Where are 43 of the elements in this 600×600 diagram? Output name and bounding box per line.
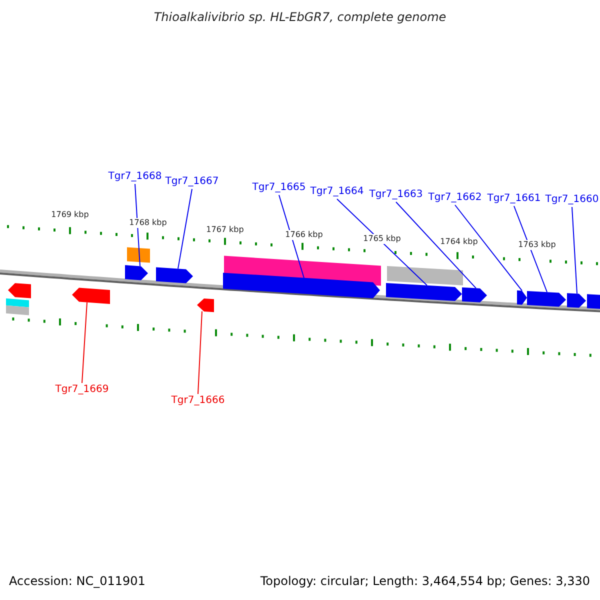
feature-bar xyxy=(6,305,29,316)
gene-label: Tgr7_1669 xyxy=(55,384,109,396)
leader-line xyxy=(514,206,548,292)
gene-label: Tgr7_1667 xyxy=(165,176,219,188)
gene-symbol xyxy=(567,293,586,308)
leader-line xyxy=(134,184,140,267)
gene-label: Tgr7_1663 xyxy=(369,189,423,201)
gene-label: Tgr7_1661 xyxy=(487,193,541,205)
gene-label: Tgr7_1665 xyxy=(252,182,306,194)
feature-bar xyxy=(387,266,463,286)
feature-bar xyxy=(127,247,150,263)
leader-line xyxy=(336,198,428,286)
scale-label: 1767 kbp xyxy=(206,225,244,235)
leader-line xyxy=(178,188,192,270)
leader-line xyxy=(198,310,202,394)
gene-symbol xyxy=(197,298,214,312)
genome-info-text: Topology: circular; Length: 3,464,554 bp; Genes: 3,330 xyxy=(260,574,590,588)
leader-line xyxy=(454,204,522,292)
scale-label: 1768 kbp xyxy=(129,218,167,228)
gene-symbol xyxy=(125,265,148,280)
title: Thioalkalivibrio sp. HL-EbGR7, complete genome xyxy=(154,10,446,24)
scale-label: 1766 kbp xyxy=(285,230,323,240)
gene-symbol xyxy=(587,294,600,309)
leader-line xyxy=(572,206,578,294)
leader-line xyxy=(396,202,476,289)
scale-label: 1769 kbp xyxy=(51,210,89,220)
accession-text: Accession: NC_011901 xyxy=(9,574,146,588)
gene-label: Tgr7_1664 xyxy=(310,186,364,198)
gene-symbol xyxy=(8,283,31,298)
scale-label: 1765 kbp xyxy=(363,234,401,244)
gene-label: Tgr7_1668 xyxy=(108,171,162,183)
scale-label: 1764 kbp xyxy=(440,237,478,247)
gene-symbol xyxy=(156,267,193,284)
gene-symbol xyxy=(462,287,487,302)
gene-symbol xyxy=(223,272,380,298)
gene-label: Tgr7_1662 xyxy=(428,192,482,204)
leader-line xyxy=(82,302,88,384)
leader-line xyxy=(278,194,304,278)
gene-label: Tgr7_1666 xyxy=(171,395,225,407)
scale-label: 1763 kbp xyxy=(518,240,556,250)
gene-symbol xyxy=(72,288,110,304)
feature-bar xyxy=(6,298,29,308)
gene-label: Tgr7_1660 xyxy=(545,194,599,206)
